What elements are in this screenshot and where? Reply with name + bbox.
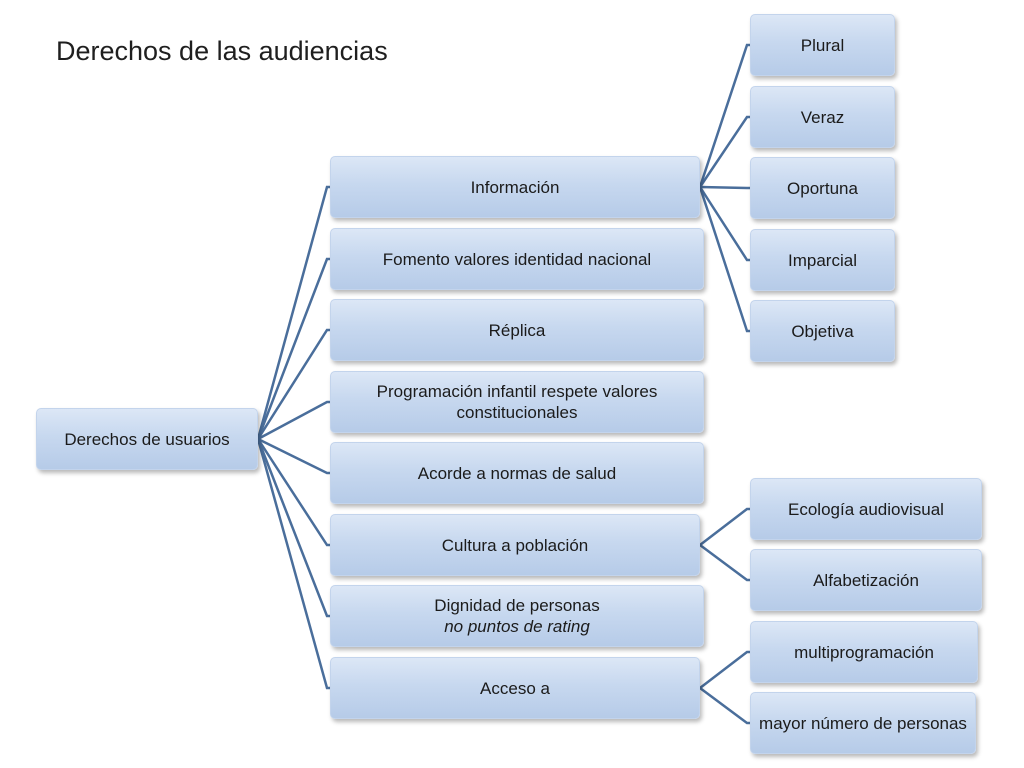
connector-informacion	[698, 43, 752, 189]
node-label-line2: no puntos de rating	[444, 617, 590, 636]
node-informacion: Información	[330, 156, 700, 218]
connector-root	[256, 437, 332, 547]
node-derechos-de-usuarios: Derechos de usuarios	[36, 408, 258, 470]
node-label: mayor número de personas	[759, 713, 967, 733]
node-label: Plural	[800, 35, 845, 55]
node-ecologia-audiovisual: Ecología audiovisual	[750, 478, 982, 540]
node-label: Alfabetización	[813, 570, 919, 590]
connector-root	[256, 437, 332, 690]
connector-root	[256, 257, 332, 441]
node-label: Imparcial	[788, 250, 857, 270]
node-label: Réplica	[488, 320, 546, 340]
node-label-line1: Dignidad de personas	[434, 596, 600, 615]
node-oportuna: Oportuna	[750, 157, 895, 219]
connector-root	[256, 185, 332, 441]
node-label: Información	[470, 177, 560, 197]
node-dignidad-personas: Dignidad de personas no puntos de rating	[330, 585, 704, 647]
node-label: Oportuna	[787, 178, 858, 198]
connector-root	[256, 400, 332, 441]
node-label: multiprogramación	[794, 642, 934, 662]
node-label-line1: Programación infantil respete valores	[376, 382, 658, 401]
node-label: Cultura a población	[441, 535, 589, 555]
connector-acceso	[698, 686, 752, 725]
node-fomento-valores: Fomento valores identidad nacional	[330, 228, 704, 290]
node-mayor-numero-personas: mayor número de personas	[750, 692, 976, 754]
node-label-line2: constitucionales	[456, 403, 578, 422]
node-label: Veraz	[800, 107, 845, 127]
node-multiprogramacion: multiprogramación	[750, 621, 978, 683]
node-cultura-poblacion: Cultura a población	[330, 514, 700, 576]
node-label: Objetiva	[791, 321, 854, 341]
connector-informacion	[698, 185, 752, 262]
node-plural: Plural	[750, 14, 895, 76]
node-replica: Réplica	[330, 299, 704, 361]
node-acceso-a: Acceso a	[330, 657, 700, 719]
connector-acceso	[698, 650, 752, 690]
node-acorde-normas-salud: Acorde a normas de salud	[330, 442, 704, 504]
connector-root	[256, 437, 332, 475]
connector-informacion	[698, 115, 752, 189]
node-label: Fomento valores identidad nacional	[382, 249, 652, 269]
connector-informacion	[698, 185, 752, 190]
node-label: Ecología audiovisual	[788, 499, 944, 519]
node-label: Acceso a	[480, 678, 550, 698]
node-alfabetizacion: Alfabetización	[750, 549, 982, 611]
node-objetiva: Objetiva	[750, 300, 895, 362]
node-label: Acorde a normas de salud	[417, 463, 617, 483]
connector-cultura	[698, 543, 752, 582]
page-title: Derechos de las audiencias	[56, 36, 388, 66]
connector-root	[256, 328, 332, 441]
node-label: Derechos de usuarios	[64, 429, 230, 449]
node-imparcial: Imparcial	[750, 229, 895, 291]
connector-informacion	[698, 185, 752, 333]
connector-root	[256, 437, 332, 618]
connector-cultura	[698, 507, 752, 547]
node-veraz: Veraz	[750, 86, 895, 148]
node-programacion-infantil: Programación infantil respete valores co…	[330, 371, 704, 433]
